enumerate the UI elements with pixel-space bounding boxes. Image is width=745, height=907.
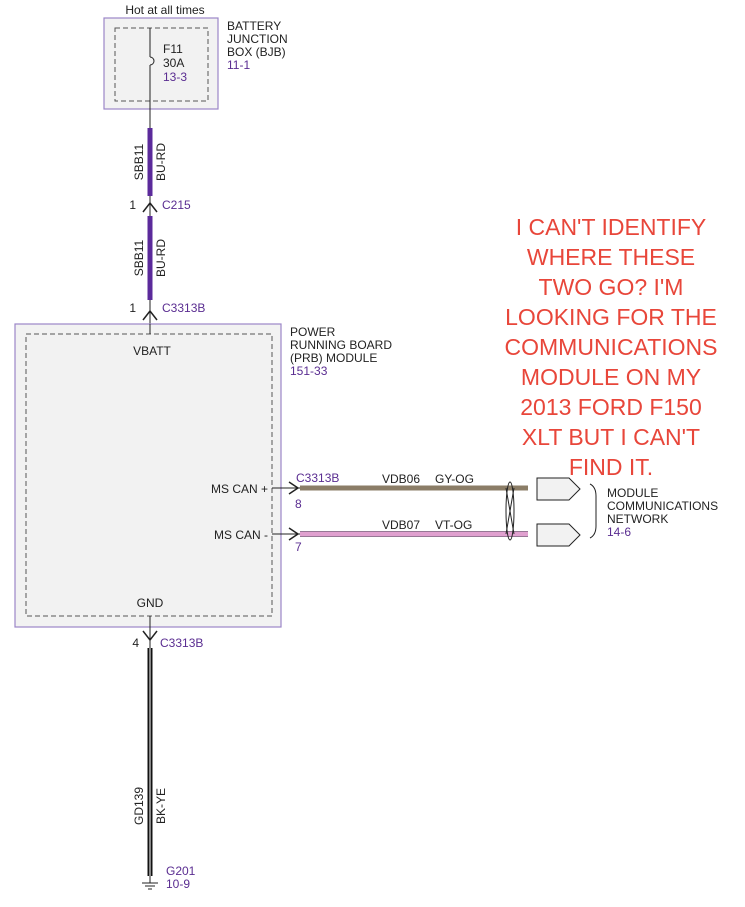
c3313b-can-pin-7: 7 [295, 540, 302, 554]
prb-name-line-1: POWER [290, 325, 336, 339]
c215-connector-symbol [142, 201, 158, 213]
annotation-line-5: COMMUNICATIONS [505, 334, 718, 360]
network-name-line-1: MODULE [607, 486, 658, 500]
fuse-rating: 30A [163, 56, 184, 70]
network-name-line-3: NETWORK [607, 512, 668, 526]
annotation-line-8: XLT BUT I CAN'T [522, 424, 700, 450]
c3313b-vbatt-name[interactable]: C3313B [162, 301, 205, 315]
prb-name-line-3: (PRB) MODULE [290, 351, 377, 365]
c215-name[interactable]: C215 [162, 198, 191, 212]
annotation-line-3: TWO GO? I'M [539, 274, 684, 300]
wire-sbb11-upper-circuit: SBB11 [132, 143, 146, 180]
c3313b-pin8-connector-symbol [288, 481, 300, 495]
twisted-pair-cross-b [505, 487, 515, 535]
annotation-line-6: MODULE ON MY [521, 364, 701, 390]
vdb06-continuation-arrow[interactable] [536, 477, 581, 501]
prb-pin-vbatt: VBATT [133, 344, 171, 358]
c215-pin: 1 [129, 198, 136, 212]
wire-gd139-color: BK-YE [154, 788, 168, 824]
c3313b-gnd-name[interactable]: C3313B [160, 636, 203, 650]
fuse-ref-link[interactable]: 13-3 [163, 70, 187, 84]
fuse-id: F11 [163, 42, 183, 56]
vdb07-continuation-arrow[interactable] [536, 523, 581, 547]
annotation-line-1: I CAN'T IDENTIFY [516, 214, 707, 240]
wire-sbb11-upper-color: BU-RD [154, 143, 168, 181]
annotation-line-9: FIND IT. [569, 454, 653, 480]
bjb-ref-link[interactable]: 11-1 [227, 58, 250, 72]
network-bracket [589, 483, 597, 539]
wire-vdb07-color: VT-OG [435, 518, 472, 532]
c3313b-pin7-connector-symbol [288, 527, 300, 541]
wire-gd139-circuit: GD139 [132, 787, 146, 825]
ground-ref-link[interactable]: 10-9 [166, 877, 190, 891]
c3313b-can-name[interactable]: C3313B [296, 471, 339, 485]
bjb-name-line-2: JUNCTION [227, 32, 288, 46]
c3313b-gnd-pin: 4 [132, 636, 139, 650]
prb-module-box [14, 323, 282, 628]
prb-pin-ms-can-minus: MS CAN - [214, 528, 268, 542]
prb-pin-gnd: GND [137, 596, 164, 610]
c3313b-can-pin-8: 8 [295, 497, 302, 511]
wire-vdb07-circuit: VDB07 [382, 518, 420, 532]
annotation-line-4: LOOKING FOR THE [505, 304, 717, 330]
network-ref-link[interactable]: 14-6 [607, 525, 631, 539]
wire-vdb06-circuit: VDB06 [382, 472, 420, 486]
bjb-box [103, 17, 219, 110]
ground-name[interactable]: G201 [166, 864, 196, 878]
prb-name-line-2: RUNNING BOARD [290, 338, 392, 352]
bjb-name-line-3: BOX (BJB) [227, 45, 286, 59]
power-source-label: Hot at all times [125, 3, 204, 17]
prb-ref-link[interactable]: 151-33 [290, 364, 328, 378]
wire-vdb06-color: GY-OG [435, 472, 474, 486]
wire-sbb11-lower-color: BU-RD [154, 239, 168, 277]
bjb-inner-box [114, 27, 209, 102]
c3313b-vbatt-pin: 1 [129, 301, 136, 315]
network-name-line-2: COMMUNICATIONS [607, 499, 718, 513]
bjb-name-line-1: BATTERY [227, 19, 281, 33]
annotation-line-7: 2013 FORD F150 [520, 394, 702, 420]
twisted-pair-symbol [505, 481, 515, 541]
c3313b-gnd-connector-symbol [142, 630, 158, 642]
prb-module-inner-box [25, 333, 273, 617]
prb-pin-ms-can-plus: MS CAN + [211, 482, 268, 496]
wire-sbb11-lower-circuit: SBB11 [132, 239, 146, 276]
annotation-line-2: WHERE THESE [527, 244, 695, 270]
fuse-symbol [149, 56, 155, 66]
c3313b-vbatt-connector-symbol [142, 309, 158, 321]
